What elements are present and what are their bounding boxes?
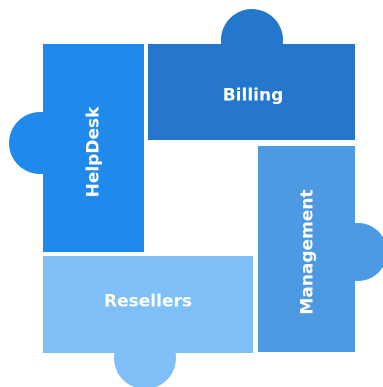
management-piece [258, 146, 383, 352]
helpdesk-piece [9, 44, 144, 252]
billing-piece [148, 9, 355, 140]
resellers-piece [43, 256, 253, 387]
billing-label: Billing [222, 85, 284, 106]
helpdesk-label: HelpDesk [83, 106, 104, 198]
management-label: Management [297, 189, 318, 315]
resellers-label: Resellers [104, 291, 192, 312]
